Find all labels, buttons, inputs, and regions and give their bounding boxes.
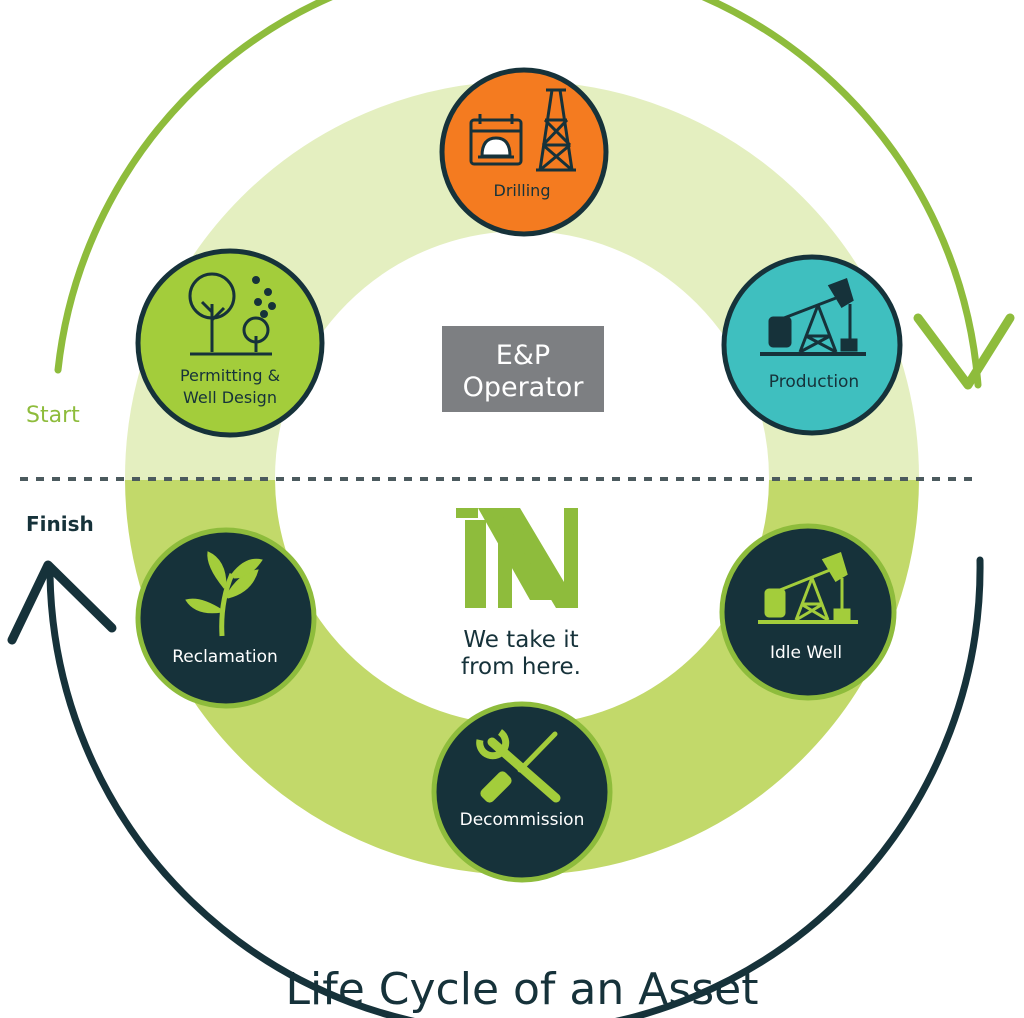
pumpjack-icon <box>758 552 858 624</box>
tagline-line2: from here. <box>461 654 581 680</box>
drilling-label: Drilling <box>494 181 551 200</box>
stage-idle-well: Idle Well <box>719 523 897 701</box>
finish-label: Finish <box>26 512 94 536</box>
n-logo-icon <box>456 508 578 608</box>
sprout-icon <box>185 551 263 637</box>
stage-decommission: Decommission <box>431 701 613 883</box>
wrench-screwdriver-icon <box>476 729 561 803</box>
permitting-line2: Well Design <box>183 388 277 407</box>
stage-production: Production <box>721 254 903 436</box>
trees-icon <box>188 272 276 356</box>
reclamation-label: Reclamation <box>172 647 278 667</box>
operator-line1: E&P <box>496 340 550 371</box>
start-arrow <box>54 0 982 389</box>
operator-line2: Operator <box>463 372 585 403</box>
idle-well-label: Idle Well <box>770 643 842 663</box>
tagline-line1: We take it <box>463 627 578 653</box>
finish-arrow <box>46 556 984 1018</box>
diagram-title: Life Cycle of an Asset <box>285 964 758 1015</box>
start-arrow-head <box>913 313 1015 390</box>
operator-box <box>442 326 604 412</box>
finish-arrow-head <box>7 560 117 645</box>
stage-drilling: Drilling <box>439 67 609 237</box>
stage-permitting: Permitting & Well Design <box>135 248 325 438</box>
start-label: Start <box>26 403 80 428</box>
permitting-line1: Permitting & <box>180 366 280 385</box>
production-label: Production <box>769 372 859 392</box>
stage-reclamation: Reclamation <box>135 527 317 709</box>
pumpjack-icon <box>760 278 866 356</box>
decommission-label: Decommission <box>460 810 585 830</box>
drilling-rig-icon <box>469 88 576 172</box>
